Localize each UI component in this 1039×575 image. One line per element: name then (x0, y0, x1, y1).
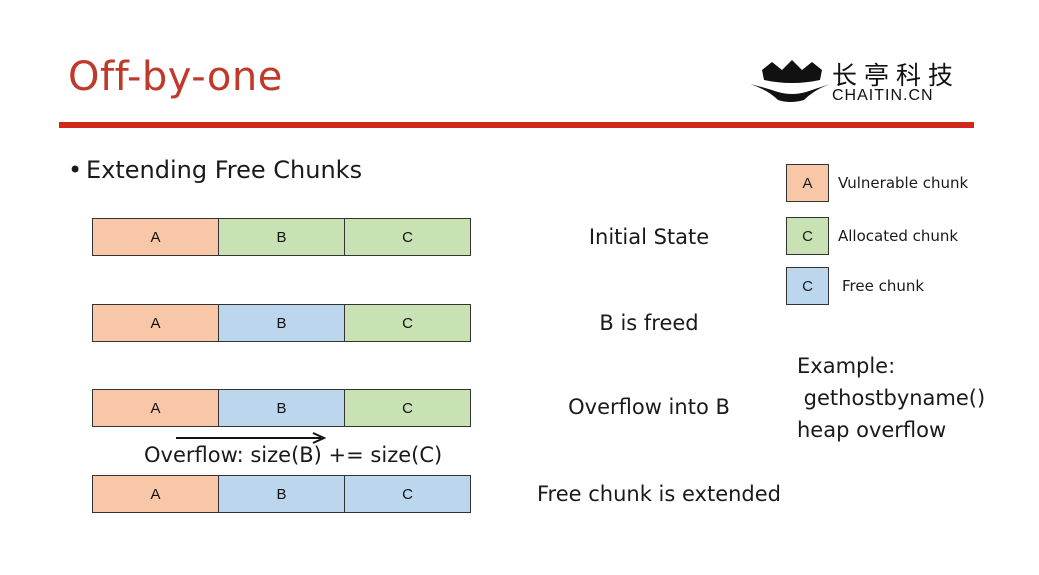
chunk-cell: A (93, 476, 218, 512)
chunk-cell: B (218, 219, 344, 255)
legend-label: Free chunk (842, 277, 925, 295)
logo-chinese-text: 长亭科技 (832, 61, 961, 90)
overflow-note: Overflow: size(B) += size(C) (144, 443, 443, 467)
example-text: Example: gethostbyname() heap overflow (797, 354, 986, 442)
legend-swatch: A (786, 164, 829, 202)
bullet-dot-icon: • (68, 156, 83, 184)
overflow-arrow-icon (176, 432, 327, 444)
state-label: Free chunk is extended (536, 482, 782, 506)
legend-label: Vulnerable chunk (838, 174, 969, 192)
logo-english-text: CHAITIN.CN (832, 87, 934, 104)
chunk-cell: B (218, 390, 344, 426)
chunk-cell: A (93, 305, 218, 341)
chunk-cell: A (93, 219, 218, 255)
state-label: B is freed (599, 311, 699, 335)
chunk-cell: C (344, 219, 470, 255)
bullet-point: •Extending Free Chunks (68, 156, 362, 184)
chunk-cell: C (344, 305, 470, 341)
chunk-cell: B (218, 305, 344, 341)
chunk-cell: C (344, 476, 470, 512)
bullet-text: Extending Free Chunks (86, 156, 363, 184)
title-divider (59, 122, 974, 128)
legend-label: Allocated chunk (838, 227, 959, 245)
legend-swatch: C (786, 217, 829, 255)
chaitin-logo-icon (750, 60, 830, 102)
slide-title: Off-by-one (68, 54, 283, 100)
chunk-cell: C (344, 390, 470, 426)
chunk-cell: A (93, 390, 218, 426)
state-label: Initial State (588, 225, 710, 249)
legend-swatch: C (786, 267, 829, 305)
chunk-cell: B (218, 476, 344, 512)
state-label: Overflow into B (568, 395, 730, 419)
